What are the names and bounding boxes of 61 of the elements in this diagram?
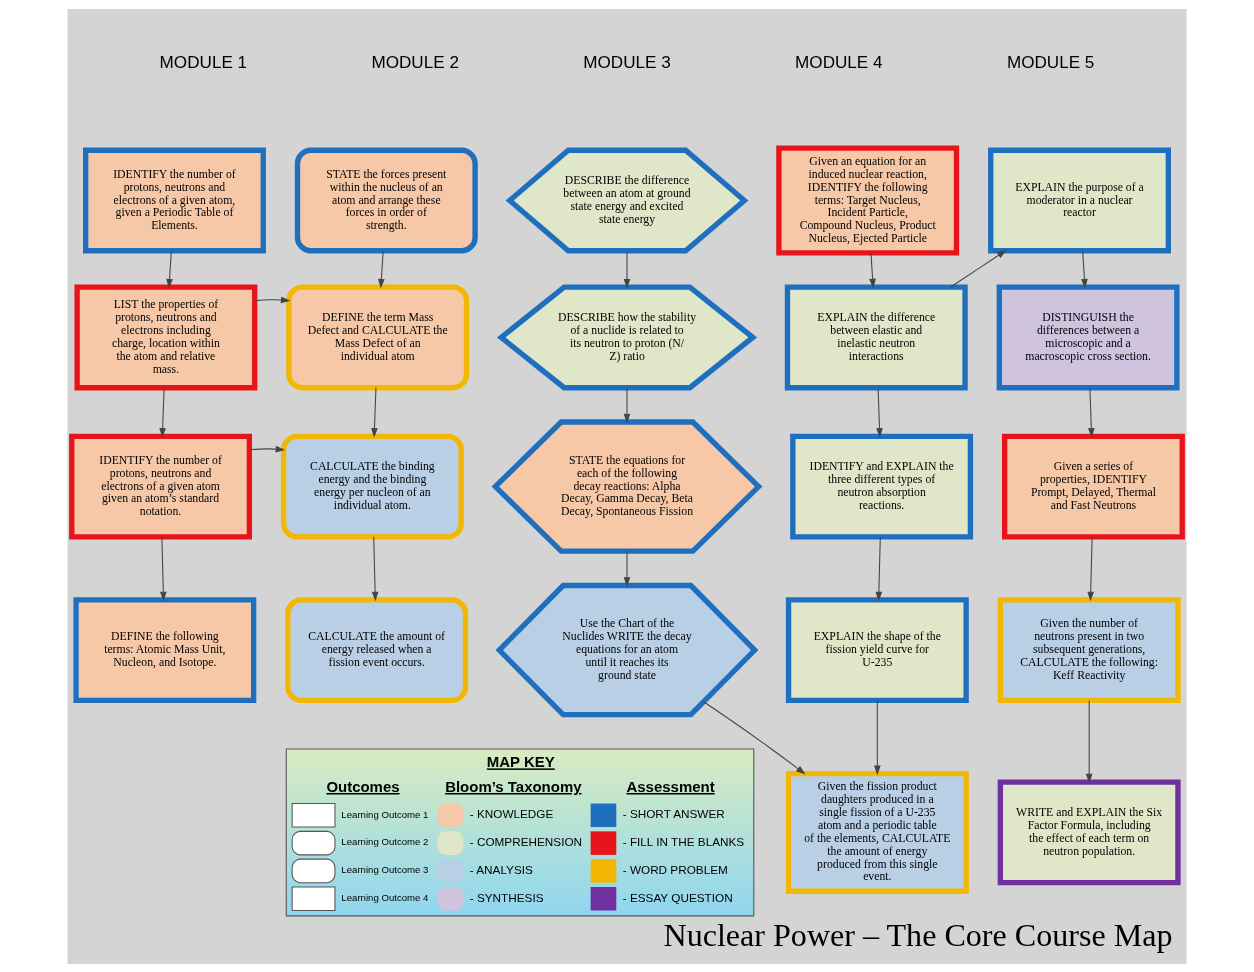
label: Assessment xyxy=(626,777,715,795)
legend-label: Learning Outcome 3 xyxy=(341,863,429,875)
diagram-title: Nuclear Power – The Core Course Map xyxy=(663,916,1173,953)
label: MODULE 3 xyxy=(583,52,671,72)
label: MODULE 5 xyxy=(1006,52,1095,72)
legend-label: - COMPREHENSION xyxy=(469,834,583,848)
label: MODULE 1 xyxy=(159,52,248,72)
node-box: WRITE and EXPLAIN the Six Factor Formula, including the effect of each term on neutron population. xyxy=(997,778,1181,885)
legend-label: - WORD PROBLEM xyxy=(622,862,728,876)
arrow xyxy=(159,535,167,601)
legend-label: - FILL IN THE BLANKS xyxy=(622,834,745,848)
node-box: IDENTIFY the number of protons, neutrons and electrons of a given atom given an atom’s standard notation. xyxy=(69,433,253,540)
node-box: EXPLAIN the difference between elastic and inelastic neutron interactions xyxy=(784,283,968,390)
node-box: DEFINE the following terms: Atomic Mass Unit, Nucleon, and Isotope. xyxy=(73,596,257,703)
node-box: DISTINGUISH the differences between a microscopic and a macroscopic cross section. xyxy=(996,283,1180,390)
legend-label: - KNOWLEDGE xyxy=(469,806,554,820)
arrow xyxy=(166,249,173,289)
node-box: Given a series of properties, IDENTIFY Prompt, Delayed, Thermal and Fast Neutrons xyxy=(1001,433,1185,540)
arrow xyxy=(623,386,631,423)
node-box: IDENTIFY the number of protons, neutrons and electrons of a given atom, given a Periodic Table of Elements. xyxy=(83,147,266,253)
arrow xyxy=(378,249,385,289)
arrow xyxy=(623,550,631,587)
legend-label: Learning Outcome 1 xyxy=(341,808,429,820)
arrow xyxy=(875,535,883,601)
legend-label: - ESSAY QUESTION xyxy=(622,890,733,904)
node-box: IDENTIFY and EXPLAIN the three different types of neutron absorption reactions. xyxy=(790,433,974,540)
label: MODULE 4 xyxy=(795,52,883,72)
arrow xyxy=(248,445,286,452)
arrow xyxy=(703,700,806,775)
node-box: Given the fission product daughters produced in a single fission of a U-235 atom and a periodic table of the elements, CALCULATE the amount of energy produced from this single event. xyxy=(785,770,969,894)
node-box: Given the number of neutrons present in two subsequent generations, CALCULATE the following: Keff Reactivity xyxy=(997,596,1181,703)
arrow xyxy=(1087,535,1095,601)
arrow xyxy=(371,386,378,438)
label: MODULE 2 xyxy=(371,52,459,72)
arrow xyxy=(1085,699,1093,783)
label: Outcomes xyxy=(326,777,400,795)
arrow xyxy=(371,535,379,601)
legend-label: Learning Outcome 2 xyxy=(341,835,429,847)
arrow xyxy=(869,252,876,288)
arrow xyxy=(950,249,1007,288)
label: Bloom’s Taxonomy xyxy=(445,777,582,795)
node-box: STATE the forces present within the nucleus of an atom and arrange these forces in order of strength. xyxy=(294,147,478,253)
node-box: CALCULATE the binding energy and the binding energy per nucleon of an individual atom. xyxy=(280,433,464,540)
arrow xyxy=(623,249,631,289)
legend-label: - SYNTHESIS xyxy=(469,890,544,904)
arrow xyxy=(1081,249,1088,289)
node-box: EXPLAIN the shape of the fission yield curve for U-235 xyxy=(785,596,969,703)
legend-label: Learning Outcome 4 xyxy=(341,891,429,903)
node-box: CALCULATE the amount of energy released when a fission event occurs. xyxy=(285,596,469,703)
arrow xyxy=(254,296,291,303)
legend-label: - ANALYSIS xyxy=(469,862,533,876)
node-box: EXPLAIN the purpose of a moderator in a nuclear reactor xyxy=(988,147,1171,253)
node-box: Given an equation for an induced nuclear reaction, IDENTIFY the following terms: Target Nucleus, Incident Particle, Compound Nucleus, Product Nucleus, Ejected Particle xyxy=(776,144,960,256)
arrow xyxy=(159,386,167,438)
label: MAP KEY xyxy=(486,752,555,770)
node-box: DEFINE the term Mass Defect and CALCULATE the Mass Defect of an individual atom xyxy=(286,283,470,390)
legend-label: - SHORT ANSWER xyxy=(622,806,725,820)
arrow xyxy=(873,699,881,775)
arrow xyxy=(1087,386,1095,438)
arrow xyxy=(876,386,883,438)
node-box: LIST the properties of protons, neutrons and electrons including charge, location within the atom and relative mass. xyxy=(74,283,258,390)
